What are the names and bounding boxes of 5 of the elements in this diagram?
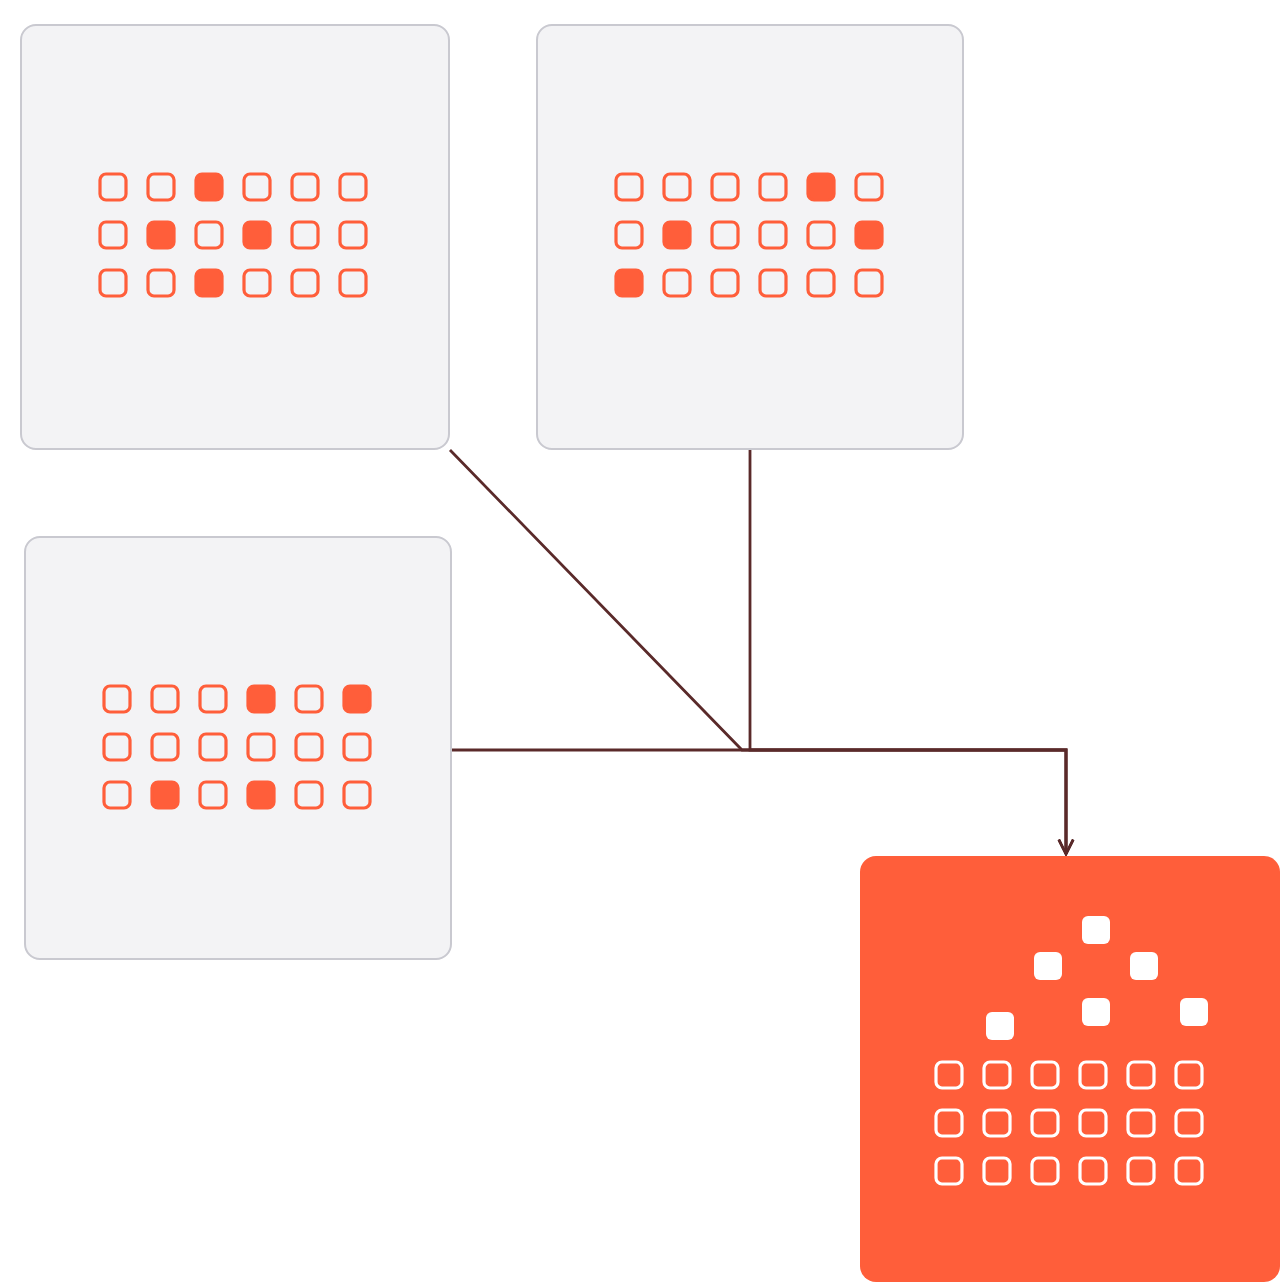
input-card	[536, 24, 964, 450]
connector-arrow	[452, 748, 1075, 856]
output-card	[860, 856, 1280, 1282]
input-card	[20, 24, 450, 450]
input-card	[24, 536, 452, 960]
